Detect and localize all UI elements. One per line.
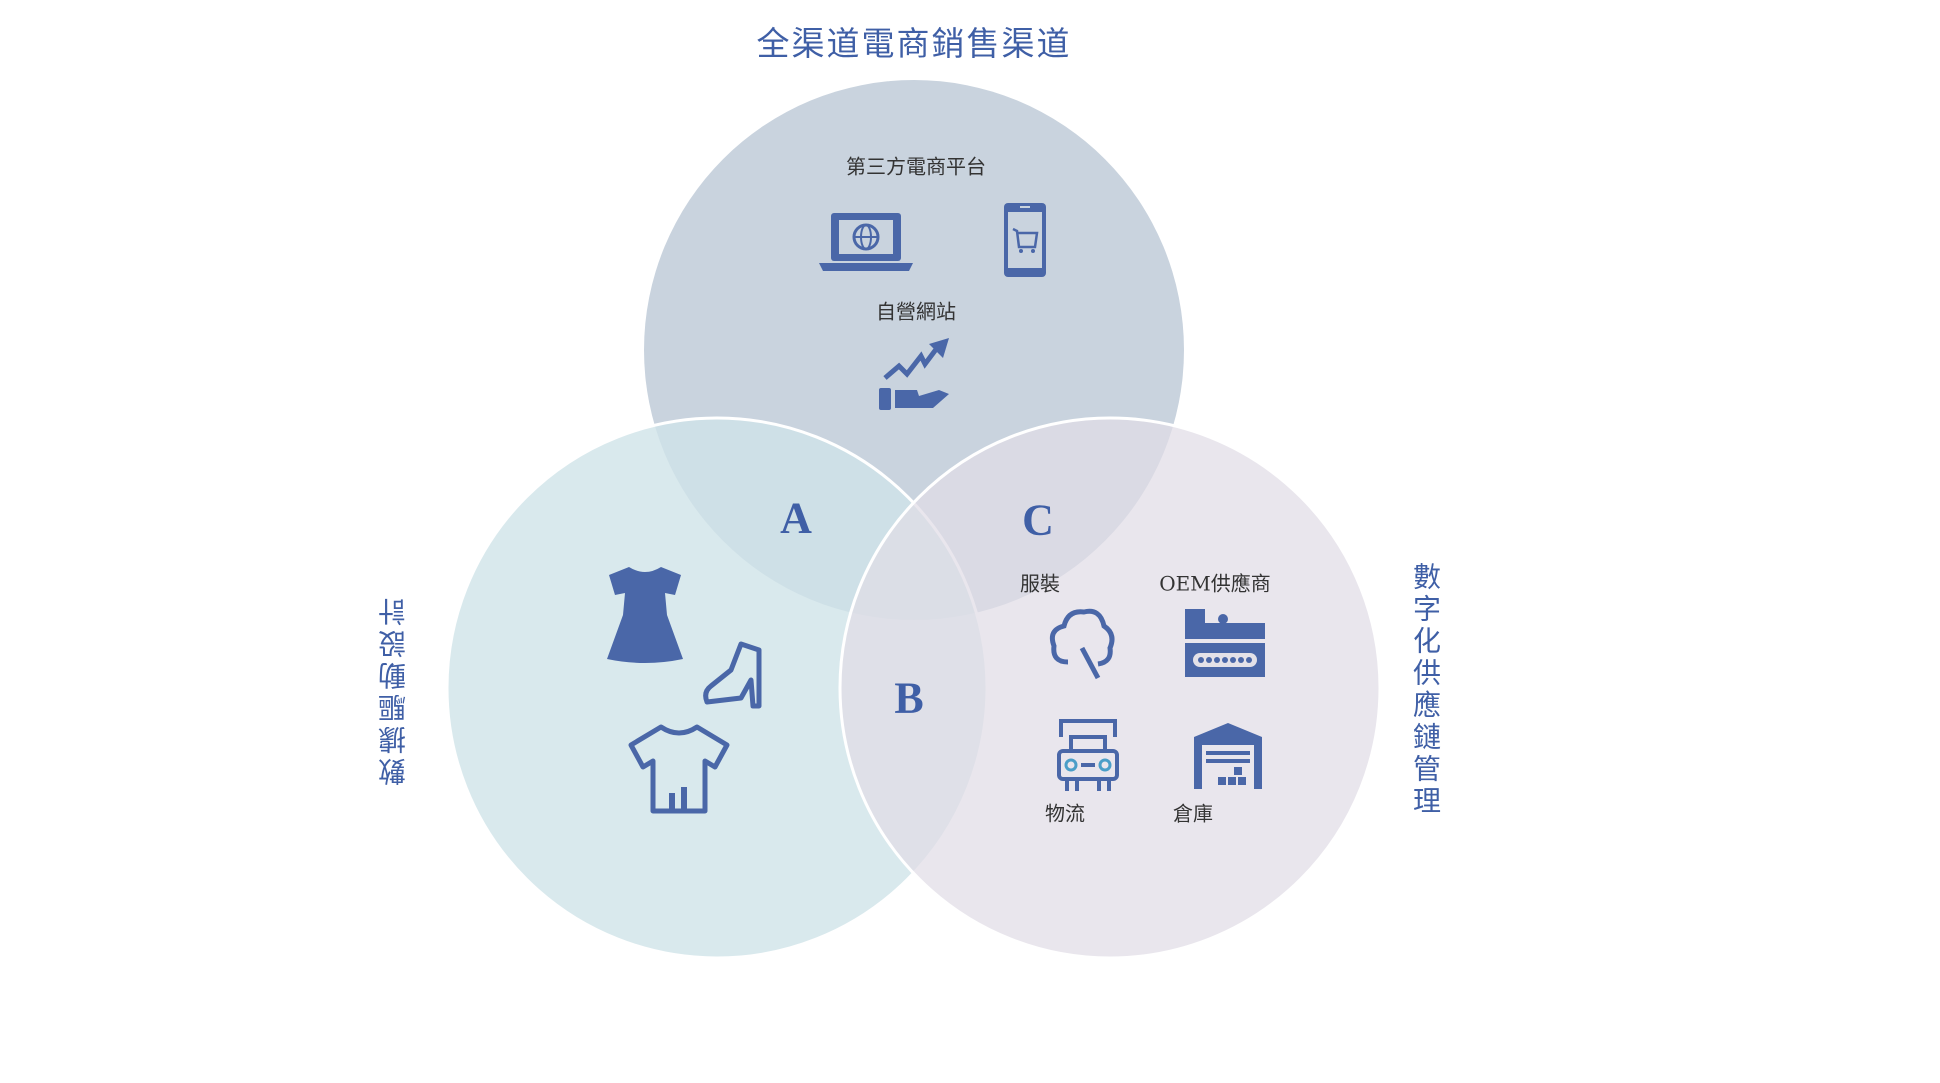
apparel-label: 服裝 [1020,571,1060,596]
warehouse-icon [1194,723,1262,789]
high-heel-icon [703,641,762,709]
dress-icon [607,567,683,663]
logistics-label: 物流 [1045,801,1085,826]
platform-label: 第三方電商平台 [846,154,986,179]
cotton-icon [1049,608,1115,680]
tshirt-icon [628,724,730,814]
circle-supply-chain [838,416,1382,960]
warehouse-label: 倉庫 [1173,801,1213,826]
intersection-b-label: B [894,673,924,723]
intersection-a-label: A [780,493,812,543]
laptop-globe-icon [819,213,913,271]
hand-growth-icon [879,338,949,410]
right-circle-label: 數字化供應鏈管理 [1409,562,1442,818]
intersection-c-label: C [1022,495,1054,545]
website-label: 自營網站 [876,299,956,324]
left-circle-label: 數據驅動設計 [377,594,410,786]
diagram-title: 全渠道電商銷售渠道 [756,24,1072,63]
oem-label: OEM供應商 [1159,571,1271,596]
factory-icon [1185,609,1265,677]
truck-icon [1057,719,1119,791]
phone-cart-icon [1004,203,1046,277]
